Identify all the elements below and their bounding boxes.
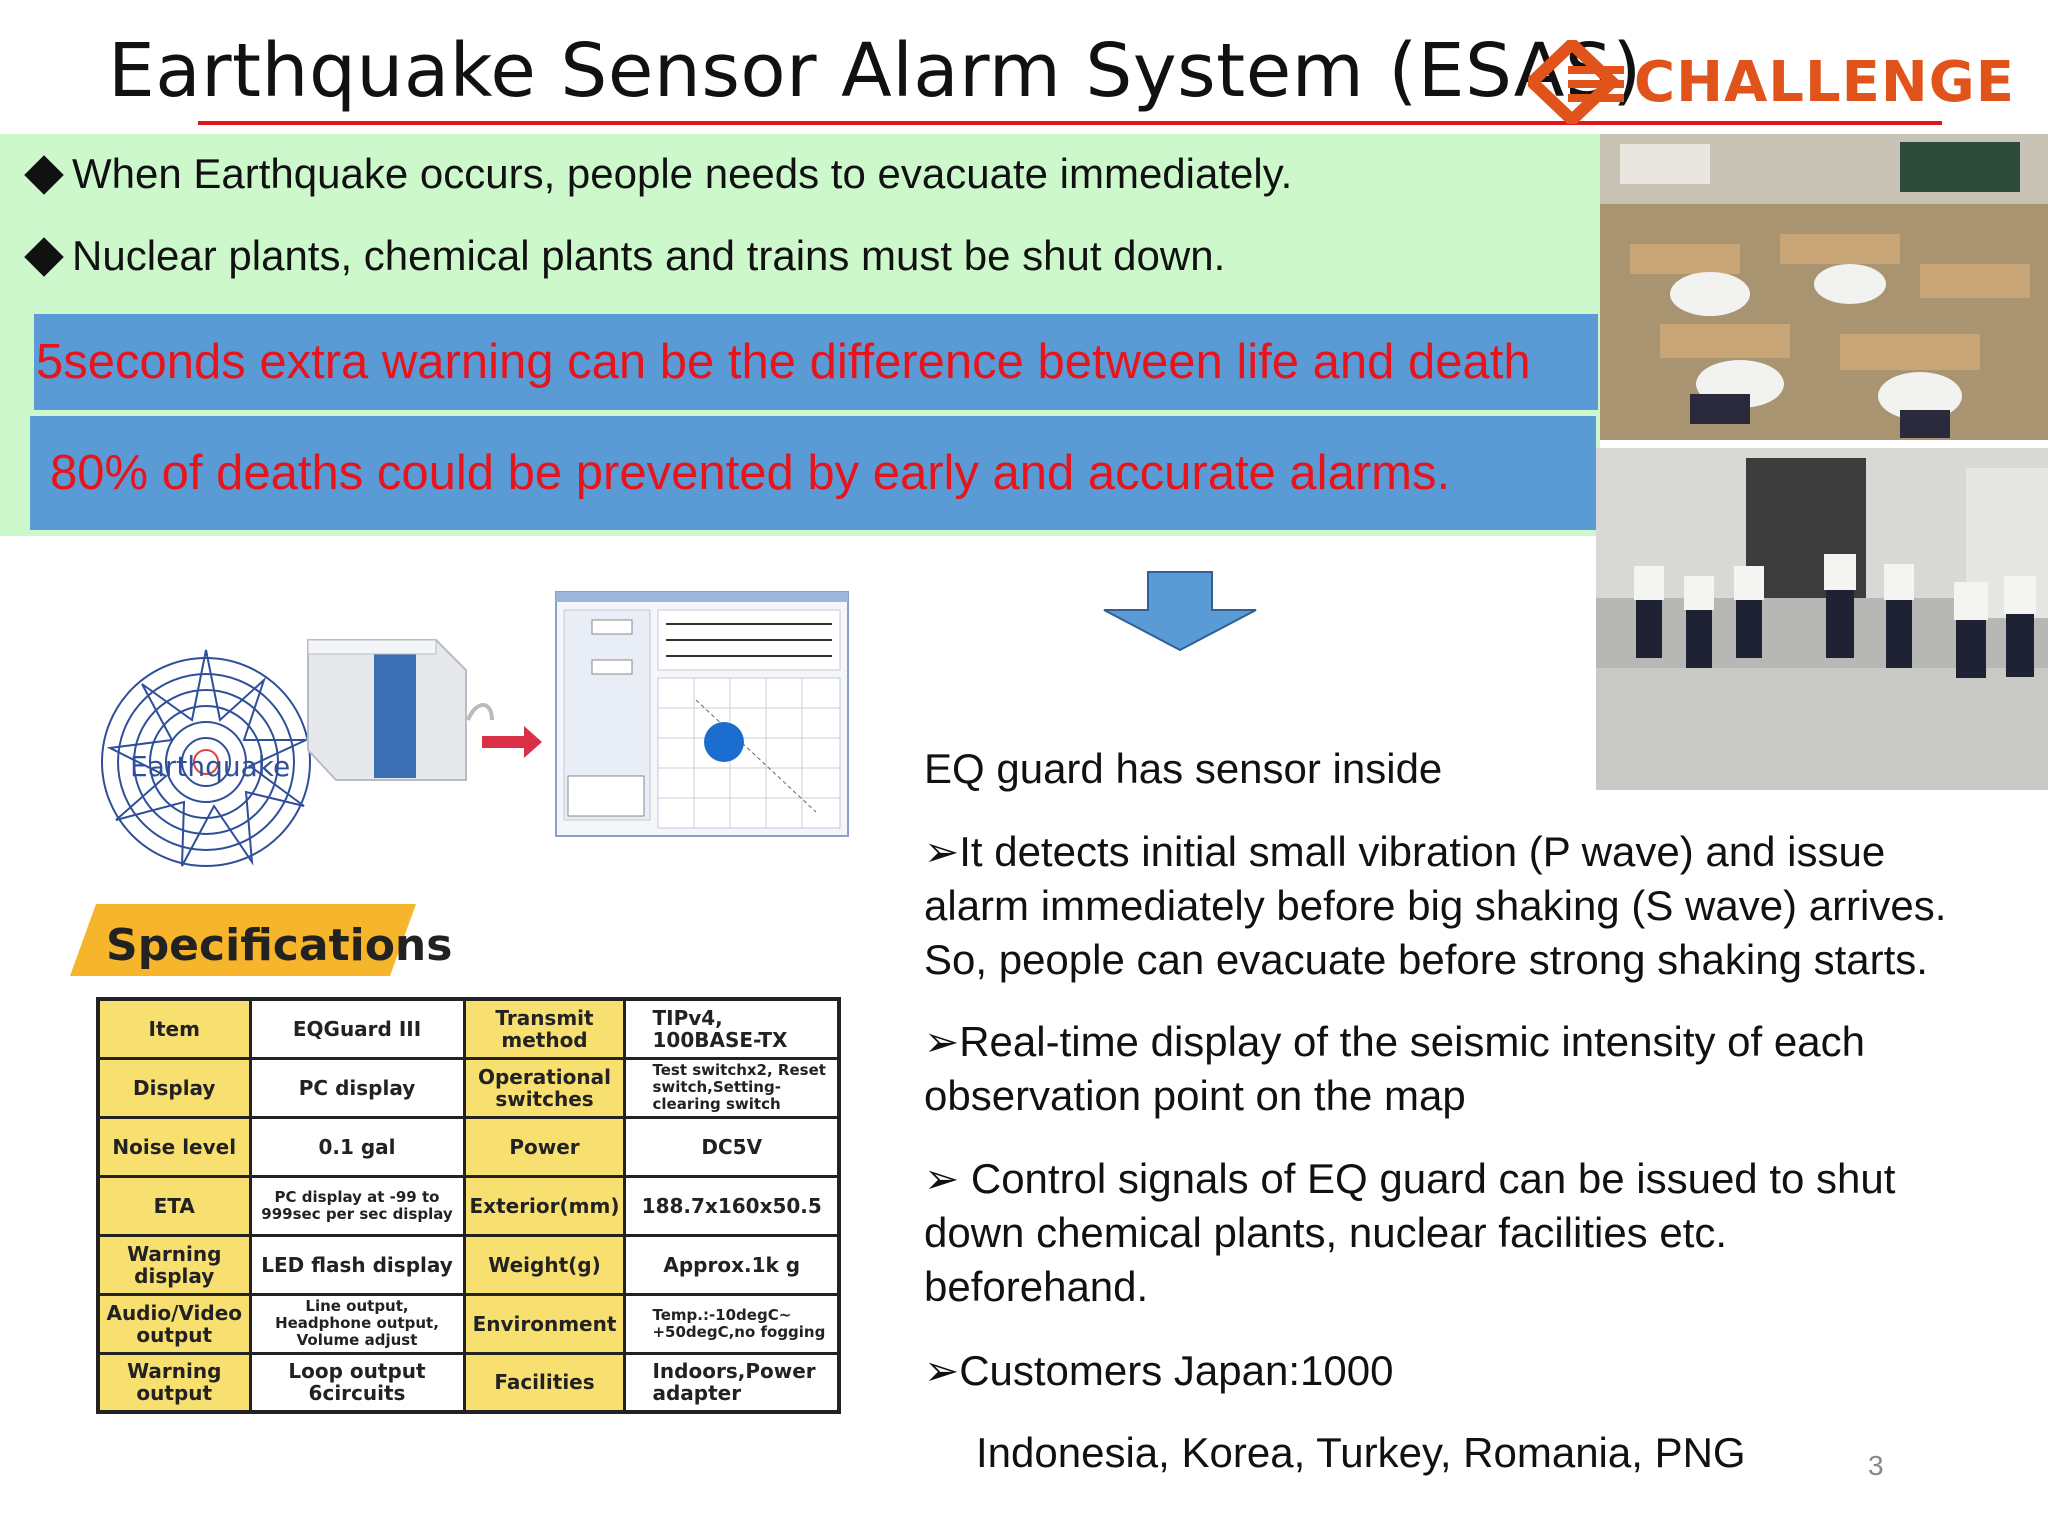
spec-value: LED flash display [248,1233,466,1296]
arrow-bullet-icon: ➢ [924,1155,960,1202]
spec-value: DC5V [623,1115,841,1178]
earthquake-rings-icon [101,649,311,867]
challenge-logo: CHALLENGE [1523,35,2014,129]
system-diagram-graphic [101,591,849,867]
flow-arrow-icon [482,726,542,758]
spec-key: Noise level [96,1115,252,1178]
specifications-tag [70,904,416,976]
classroom-drill-photo [1600,134,2048,440]
description-point: ➢Real-time display of the seismic intens… [924,1018,1865,1119]
warning-banner: 5seconds extra warning can be the differ… [34,314,1598,410]
table-row: Item EQGuard III Transmit method TIPv4, … [96,997,841,1060]
page-number: 3 [1868,1450,1884,1481]
system-diagram: Earthquake [96,580,856,880]
intro-bullet: Nuclear plants, chemical plants and trai… [22,232,1225,280]
countries-line: Indonesia, Korea, Turkey, Romania, PNG [976,1429,1746,1476]
title-underline [198,121,1942,125]
specifications-table: Item EQGuard III Transmit method TIPv4, … [96,997,841,1414]
arrow-bullet-icon: ➢ [924,1347,960,1394]
spec-value: Line output, Headphone output, Volume ad… [248,1292,466,1355]
deaths-banner: 80% of deaths could be prevented by earl… [30,416,1596,530]
table-row: Audio/Video output Line output, Headphon… [96,1292,841,1355]
spec-key: Exterior(mm) [462,1174,627,1237]
spec-value: PC display at -99 to 999sec per sec disp… [248,1174,466,1237]
spec-value: 188.7x160x50.5 [623,1174,841,1237]
description-point: ➢It detects initial small vibration (P w… [924,828,1947,983]
diamond-bullet-icon [24,155,64,195]
diamond-bullet-icon [24,237,64,277]
spec-key: Audio/Video output [96,1292,252,1355]
spec-key: Weight(g) [462,1233,627,1296]
spec-key: Transmit method [462,997,627,1060]
spec-key: Display [96,1056,252,1119]
spec-value: Indoors,Power adapter [623,1351,841,1414]
slide-title: Earthquake Sensor Alarm System (ESAS) [108,28,1642,114]
challenge-logo-icon [1523,35,1624,129]
spec-key: Power [462,1115,627,1178]
monitor-screen-icon [555,591,849,837]
spec-value: Test switchx2, Reset switch,Setting-clea… [623,1056,841,1119]
sensor-device-icon [307,639,467,781]
table-row: Noise level 0.1 gal Power DC5V [96,1115,841,1178]
spec-value: Loop output 6circuits [248,1351,466,1414]
logo-text: CHALLENGE [1634,50,2016,115]
table-row: Warning output Loop output 6circuits Fac… [96,1351,841,1414]
table-row: Display PC display Operational switches … [96,1056,841,1119]
spec-key: Warning output [96,1351,252,1414]
arrow-bullet-icon: ➢ [924,828,960,875]
spec-value: Approx.1k g [623,1233,841,1296]
spec-key: ETA [96,1174,252,1237]
arrow-bullet-icon: ➢ [924,1018,960,1065]
spec-value: PC display [248,1056,466,1119]
table-row: ETA PC display at -99 to 999sec per sec … [96,1174,841,1237]
spec-key: Facilities [462,1351,627,1414]
customers-line: ➢Customers Japan:1000 [924,1347,1394,1394]
spec-key: Operational switches [462,1056,627,1119]
spec-value: EQGuard III [248,997,466,1060]
spec-key: Environment [462,1292,627,1355]
spec-value: 0.1 gal [248,1115,466,1178]
intro-bullet: When Earthquake occurs, people needs to … [22,150,1292,198]
description-point: ➢ Control signals of EQ guard can be iss… [924,1155,1896,1310]
specifications-title: Specifications [106,920,453,971]
spec-value: Temp.:-10degC~ +50degC,no fogging [623,1292,841,1355]
spec-value: TIPv4, 100BASE-TX [623,997,841,1060]
description-heading: EQ guard has sensor inside [924,745,1443,792]
spec-key: Item [96,997,252,1060]
earthquake-label: Earthquake [130,750,291,783]
spec-key: Warning display [96,1233,252,1296]
evacuation-hallway-photo [1596,448,2048,790]
down-arrow-icon [1103,571,1257,652]
table-row: Warning display LED flash display Weight… [96,1233,841,1296]
